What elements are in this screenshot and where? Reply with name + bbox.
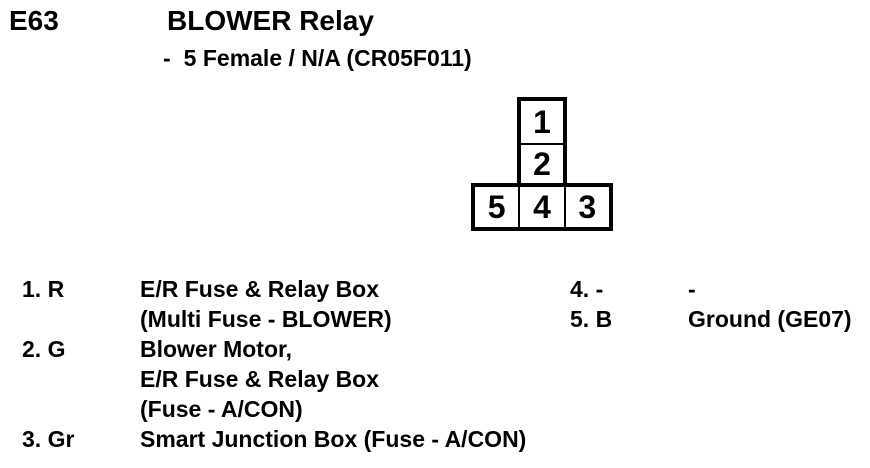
pin-row-4: 4. - - bbox=[570, 274, 852, 304]
pin-list-right-column: 4. - - 5. B Ground (GE07) bbox=[570, 274, 852, 334]
connector-cavity-2: 2 bbox=[533, 146, 551, 182]
pin-destination-line: (Multi Fuse - BLOWER) bbox=[140, 306, 392, 332]
connector-diagram-column: 1 2 bbox=[517, 97, 567, 187]
pin-number-and-wire-color: 2. G bbox=[22, 336, 66, 362]
pin-destination-line: - bbox=[688, 276, 696, 302]
pin-row-3: 3. Gr Smart Junction Box (Fuse - A/CON) bbox=[22, 424, 526, 454]
pin-destination-line: E/R Fuse & Relay Box bbox=[140, 366, 380, 392]
pin-destination: Ground (GE07) bbox=[688, 304, 852, 334]
pin-destination-line: Ground (GE07) bbox=[688, 306, 852, 332]
pin-destination-line: E/R Fuse & Relay Box bbox=[140, 276, 380, 302]
connector-diagram-bottom-row: 5 4 3 bbox=[471, 183, 613, 231]
pin-destination: Blower Motor, E/R Fuse & Relay Box (Fuse… bbox=[140, 334, 379, 424]
pin-list-left-column: 1. R E/R Fuse & Relay Box (Multi Fuse - … bbox=[22, 274, 526, 454]
pin-destination: - bbox=[688, 274, 696, 304]
pin-number-and-wire-color: 4. - bbox=[570, 276, 604, 302]
pin-destination: E/R Fuse & Relay Box (Multi Fuse - BLOWE… bbox=[140, 274, 392, 334]
spec-bullet-dash: - bbox=[163, 45, 171, 71]
pin-destination-line: Smart Junction Box (Fuse - A/CON) bbox=[140, 426, 527, 452]
connector-cavity-5: 5 bbox=[487, 189, 506, 225]
pin-row-1: 1. R E/R Fuse & Relay Box (Multi Fuse - … bbox=[22, 274, 526, 334]
connector-cavity-4: 4 bbox=[518, 187, 563, 227]
pin-number-and-wire-color: 3. Gr bbox=[22, 426, 75, 452]
pin-row-2: 2. G Blower Motor, E/R Fuse & Relay Box … bbox=[22, 334, 526, 424]
connector-spec: - 5 Female / N/A (CR05F011) bbox=[163, 47, 472, 70]
connector-cavity-3: 3 bbox=[563, 187, 609, 227]
pin-destination-line: (Fuse - A/CON) bbox=[140, 396, 303, 422]
page-title: BLOWER Relay bbox=[167, 5, 374, 36]
connector-id: E63 bbox=[9, 5, 59, 36]
pin-number-and-wire-color: 5. B bbox=[570, 306, 613, 332]
pin-row-5: 5. B Ground (GE07) bbox=[570, 304, 852, 334]
connector-cavity-1: 1 bbox=[521, 101, 563, 145]
spec-text: 5 Female / N/A (CR05F011) bbox=[183, 45, 472, 71]
pin-number-and-wire-color: 1. R bbox=[22, 276, 65, 302]
pin-destination: Smart Junction Box (Fuse - A/CON) bbox=[140, 424, 526, 454]
pin-destination-line: Blower Motor, bbox=[140, 336, 293, 362]
